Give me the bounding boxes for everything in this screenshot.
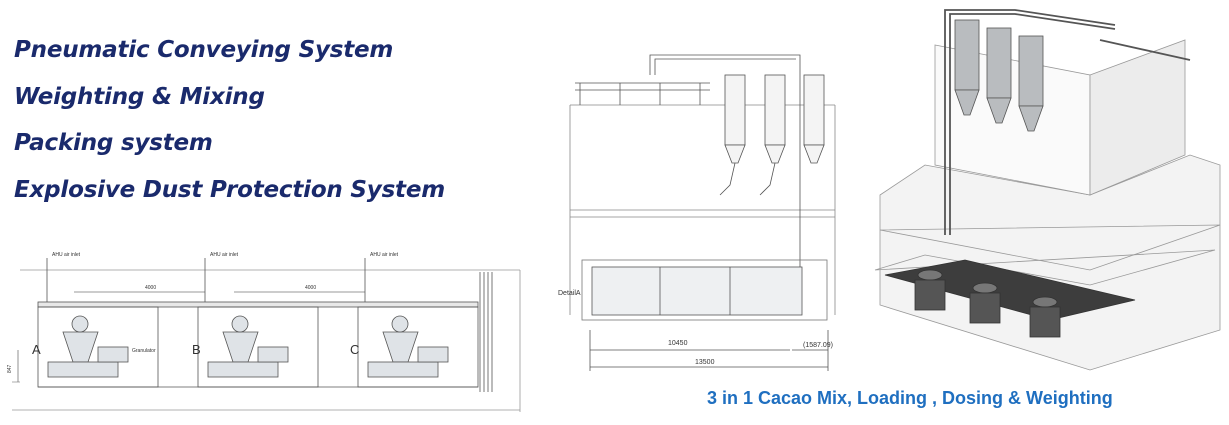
headline-packing-system: Packing system [14, 130, 213, 156]
detail-label: DetailA [558, 290, 581, 297]
headline-pneumatic-conveying: Pneumatic Conveying System [14, 37, 394, 63]
granulator-label: Granulator [132, 348, 156, 354]
station-b [197, 306, 319, 388]
dim-inner: 10450 [668, 340, 688, 347]
spacing-left: 4000 [145, 285, 156, 291]
floor-plan-drawing: AHU air inlet AHU air inlet AHU air inle… [7, 252, 521, 412]
inlet-label-1: AHU air inlet [52, 252, 81, 258]
caption: 3 in 1 Cacao Mix, Loading , Dosing & Wei… [707, 388, 1113, 408]
dim-total: 13500 [695, 359, 715, 366]
station-c [357, 306, 479, 388]
station-label-c: C [350, 342, 359, 357]
inlet-label-3: AHU air inlet [370, 252, 399, 258]
headline-dust-protection: Explosive Dust Protection System [14, 177, 446, 203]
headline-weighting-mixing: Weighting & Mixing [14, 84, 265, 110]
station-label-b: B [192, 342, 201, 357]
height-dim: 847 [7, 364, 13, 373]
spacing-right: 4000 [305, 285, 316, 291]
elevation-drawing: DetailA 10450 (1587.09) 13500 [558, 54, 836, 371]
station-a [37, 306, 159, 388]
isometric-view [874, 9, 1221, 371]
dim-side: (1587.09) [803, 342, 833, 349]
inlet-label-2: AHU air inlet [210, 252, 239, 258]
station-label-a: A [32, 342, 41, 357]
